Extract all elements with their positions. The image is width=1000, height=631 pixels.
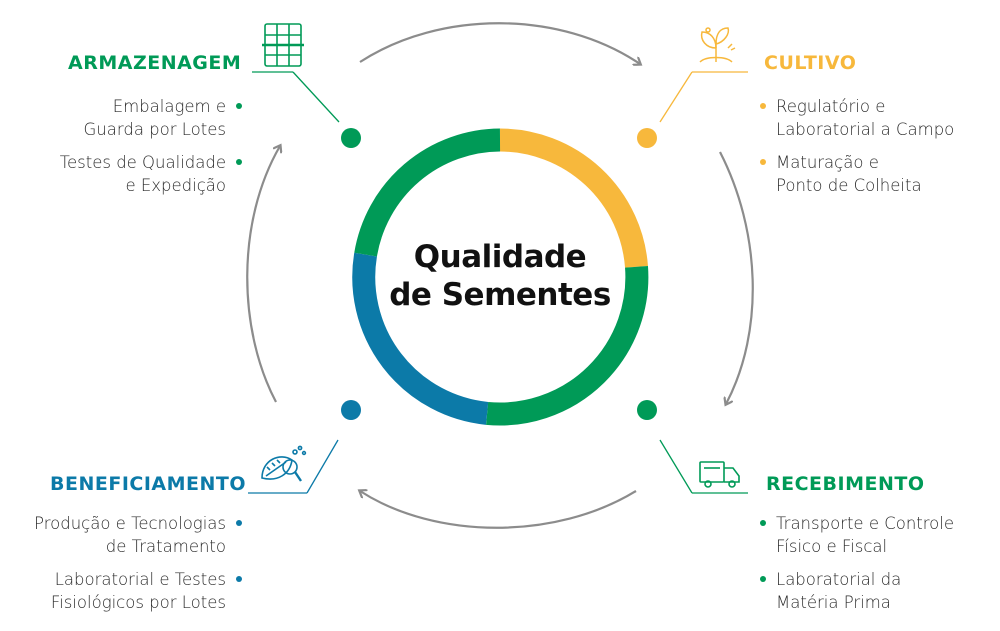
item-line: Produção e Tecnologias <box>34 514 226 533</box>
stage-items-recebimento: Transporte e Controle Físico e Fiscal La… <box>760 512 954 624</box>
bullet-icon <box>236 520 242 526</box>
warehouse-shelves-icon <box>262 23 304 67</box>
stage-title-beneficiamento: BENEFICIAMENTO <box>50 473 247 495</box>
item-line: Laboratorial da <box>776 570 902 589</box>
recebimento-dot <box>637 400 657 420</box>
seed-magnifier-icon <box>261 445 307 482</box>
list-item: Transporte e Controle Físico e Fiscal <box>760 512 954 558</box>
bullet-icon <box>760 159 766 165</box>
quality-ring <box>352 128 649 426</box>
item-line: de Tratamento <box>105 537 226 556</box>
bullet-icon <box>236 159 242 165</box>
list-item: Testes de Qualidade e Expedição <box>60 151 242 197</box>
stage-items-armazenagem: Embalagem e Guarda por Lotes Testes de Q… <box>60 95 242 207</box>
ring-segment-yellow <box>499 128 648 268</box>
connector-armazenagem <box>252 71 361 148</box>
list-item: Laboratorial da Matéria Prima <box>760 568 954 614</box>
bullet-icon <box>760 103 766 109</box>
arrow-cultivo-to-recebimento <box>719 151 754 404</box>
stage-title-cultivo: CULTIVO <box>764 52 857 74</box>
ring-segment-blue <box>352 252 489 425</box>
stage-items-cultivo: Regulatório e Laboratorial a Campo Matur… <box>760 95 954 207</box>
item-line: Laboratorial e Testes <box>54 570 226 589</box>
item-line: Laboratorial a Campo <box>776 120 955 139</box>
item-line: Maturação e <box>776 153 879 172</box>
stage-title-armazenagem: ARMAZENAGEM <box>68 52 242 74</box>
armazenagem-dot <box>341 128 361 148</box>
cultivo-dot <box>637 128 657 148</box>
connector-beneficiamento <box>248 400 361 494</box>
list-item: Embalagem e Guarda por Lotes <box>60 95 242 141</box>
beneficiamento-dot <box>341 400 361 420</box>
ring-segment-green-right <box>486 265 649 426</box>
item-line: Testes de Qualidade <box>59 153 226 172</box>
center-title: Qualidade de Sementes <box>370 238 630 314</box>
connector-recebimento <box>637 400 748 494</box>
stage-title-recebimento: RECEBIMENTO <box>766 473 925 495</box>
center-title-line2: de Sementes <box>389 277 611 313</box>
arrow-armazenagem-to-cultivo <box>359 22 640 64</box>
item-line: Ponto de Colheita <box>776 176 922 195</box>
arrow-recebimento-to-beneficiamento <box>360 491 637 529</box>
sprouting-plant-icon <box>699 27 736 63</box>
connector-cultivo <box>637 71 748 148</box>
item-line: Guarda por Lotes <box>83 120 227 139</box>
bullet-icon <box>760 576 766 582</box>
item-line: Físico e Fiscal <box>776 537 888 556</box>
item-line: Matéria Prima <box>776 593 891 612</box>
bullet-icon <box>760 520 766 526</box>
item-line: e Expedição <box>125 176 226 195</box>
center-title-line1: Qualidade <box>413 239 587 275</box>
list-item: Maturação e Ponto de Colheita <box>760 151 954 197</box>
item-line: Transporte e Controle <box>776 514 955 533</box>
list-item: Regulatório e Laboratorial a Campo <box>760 95 954 141</box>
arrow-beneficiamento-to-armazenagem <box>246 146 280 403</box>
delivery-truck-icon <box>699 461 740 488</box>
bullet-icon <box>236 103 242 109</box>
ring-segment-green-left <box>354 128 501 257</box>
stage-items-beneficiamento: Produção e Tecnologias de Tratamento Lab… <box>34 512 242 624</box>
bullet-icon <box>236 576 242 582</box>
item-line: Fisiológicos por Lotes <box>50 593 226 612</box>
list-item: Produção e Tecnologias de Tratamento <box>34 512 242 558</box>
list-item: Laboratorial e Testes Fisiológicos por L… <box>34 568 242 614</box>
item-line: Regulatório e <box>776 97 886 116</box>
item-line: Embalagem e <box>112 97 226 116</box>
